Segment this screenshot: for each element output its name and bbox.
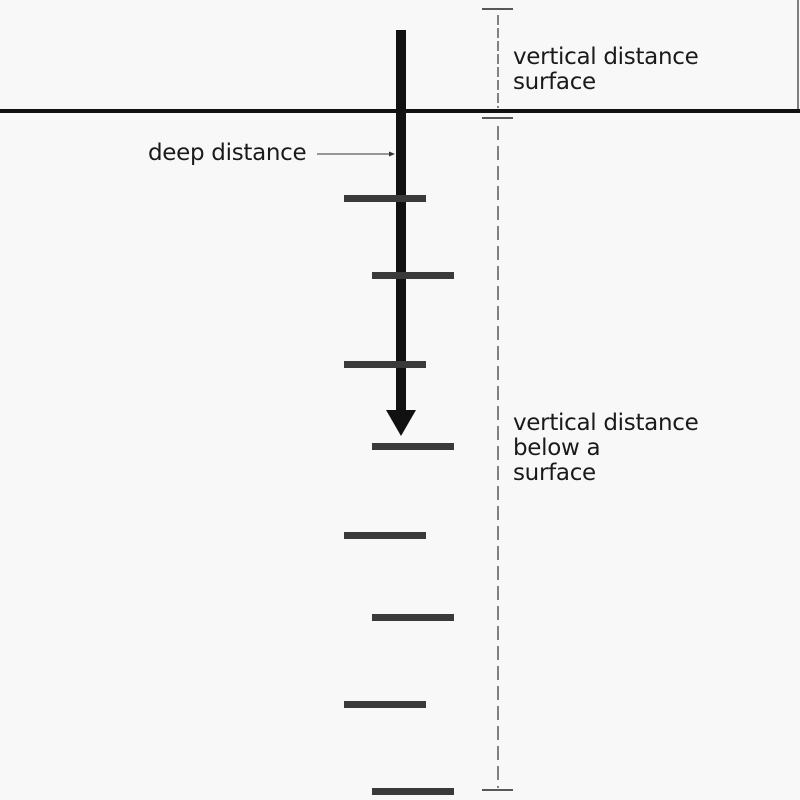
rung-4 (372, 443, 454, 450)
below-surface-label: vertical distance below a surface (513, 410, 699, 486)
below-label-line3: surface (513, 460, 596, 486)
rung-5 (344, 532, 426, 539)
surface-label-line2: surface (513, 69, 596, 95)
rungs (344, 195, 454, 795)
below-label-line2: below a (513, 435, 601, 461)
rung-1 (344, 195, 426, 202)
below-label-line1: vertical distance (513, 410, 699, 436)
leader-arrow-icon (389, 151, 395, 157)
rung-6 (372, 614, 454, 621)
rung-8 (372, 788, 454, 795)
depth-arrow-shaft (396, 30, 406, 415)
rung-2 (372, 272, 454, 279)
deep-distance-label: deep distance (148, 140, 307, 166)
rung-3 (344, 361, 426, 368)
rung-7 (344, 701, 426, 708)
depth-arrow-head (386, 410, 416, 436)
surface-label-line1: vertical distance (513, 44, 699, 70)
surface-label: vertical distance surface (513, 44, 699, 95)
